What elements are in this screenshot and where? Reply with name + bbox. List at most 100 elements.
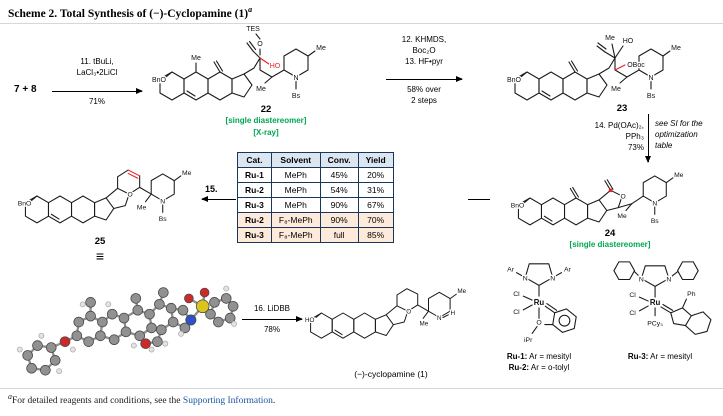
- aryl-label: Ar: [564, 267, 572, 274]
- isopropyl-label: iPr: [524, 337, 533, 344]
- compound-24-number: 24: [604, 228, 616, 239]
- catalyst-ru3-caption: Ru-3: Ar = mesityl: [602, 352, 718, 361]
- arrow-step14: [644, 114, 651, 163]
- arrow-step11: [52, 87, 143, 94]
- ru1-definition: Ar = mesityl: [527, 352, 572, 361]
- ru2-name: Ru-2:: [508, 363, 530, 372]
- compound-23-number: 23: [616, 103, 628, 114]
- benzyloxy-label: BnO: [511, 203, 524, 210]
- scheme-title: Scheme 2. Total Synthesis of (−)-Cyclopa…: [8, 5, 252, 20]
- tes-label: TES: [246, 26, 260, 33]
- ru1-name: Ru-1:: [506, 352, 528, 361]
- methyl-label: Me: [191, 55, 201, 62]
- cyclopamine-structure: O Me Me HO N H: [304, 287, 468, 339]
- arrow-step12: [386, 75, 463, 82]
- step12-line2: Boc₂O: [412, 46, 436, 55]
- compound-22-skeleton: [159, 33, 316, 101]
- cell-yield: 20%: [357, 167, 394, 183]
- step12-yield: 58% over 2 steps: [374, 84, 474, 106]
- supporting-information-link[interactable]: Supporting Information: [182, 396, 273, 407]
- phosphine-label: PCy₃: [647, 321, 663, 328]
- step14-note-line3: table: [655, 141, 673, 150]
- nitrogen-label: N: [648, 75, 653, 82]
- cell-conv: 54%: [319, 182, 359, 198]
- col-header-cat: Cat.: [237, 152, 272, 168]
- scheme-footnote: aFor detailed reagents and conditions, s…: [8, 392, 275, 406]
- ring-oxygen-label: O: [620, 193, 625, 200]
- ruthenium-label: Ru: [534, 298, 545, 307]
- nh-hydrogen-label: H: [451, 310, 456, 317]
- chloride-label: Cl: [629, 310, 636, 317]
- step11-line2: LaCl₃•2LiCl: [76, 68, 118, 77]
- scheme-title-footnote-marker: a: [248, 5, 253, 14]
- ru3-definition: Ar = mesityl: [648, 352, 693, 361]
- compound-25-number: 25: [94, 236, 106, 247]
- bs-label: Bs: [651, 218, 659, 225]
- divider-bottom: [0, 388, 723, 389]
- step14-note-line2: optimization: [655, 130, 698, 139]
- step14-line1: 14. Pd(OAc)₂,: [594, 121, 644, 130]
- benzyloxy-label: BnO: [18, 201, 31, 208]
- cell-solvent: F₈-MePh: [270, 227, 321, 243]
- oboc-label: OBoc: [627, 62, 645, 69]
- nitrogen-label: N: [652, 201, 657, 208]
- spiro-center-red-dot: [608, 188, 613, 193]
- step12-reagents: 12. KHMDS, Boc₂O 13. HF•pyr: [374, 34, 474, 67]
- col-header-conv: Conv.: [319, 152, 359, 168]
- cell-solvent: MePh: [270, 182, 321, 198]
- table-header-row: Cat. Solvent Conv. Yield: [237, 152, 394, 168]
- divider-top: [0, 23, 723, 24]
- compound-23-skeleton: [514, 42, 671, 101]
- methyl-label: Me: [137, 204, 147, 211]
- oboc-bond-red: [614, 64, 626, 71]
- ruthenium-label: Ru: [650, 298, 661, 307]
- compound-23-structure: Me HO OBoc Me Me BnO N Bs: [506, 34, 683, 102]
- step12-line1: 12. KHMDS,: [401, 35, 447, 44]
- step13-line: 13. HF•pyr: [405, 57, 443, 66]
- oxygen-label: O: [536, 320, 541, 327]
- catalyst-b-skeleton: [613, 261, 712, 335]
- methyl-label: Me: [316, 45, 326, 52]
- compound-25-structure: O Me Me BnO N Bs: [17, 169, 193, 225]
- compound-25-skeleton: [24, 169, 182, 224]
- nitrogen-label: N: [666, 276, 671, 283]
- step11-yield: 71%: [88, 97, 105, 106]
- cell-solvent: MePh: [270, 197, 321, 213]
- cell-cat: Ru-2: [237, 212, 272, 228]
- methyl-label: Me: [617, 213, 627, 220]
- rcm-alkene-red: [127, 169, 141, 177]
- nitrogen-label: N: [639, 276, 644, 283]
- step14-note-line1: see SI for the: [655, 119, 703, 128]
- reactants-label: 7 + 8: [14, 84, 37, 95]
- cell-cat: Ru-3: [237, 227, 272, 243]
- footnote-end: .: [272, 396, 276, 407]
- cell-yield: 67%: [357, 197, 394, 213]
- benzyloxy-label: BnO: [507, 77, 522, 84]
- chloride-label: Cl: [513, 309, 520, 316]
- step11-reagents: 11. tBuLi, LaCl₃•2LiCl: [48, 56, 146, 78]
- nitrogen-label: N: [293, 75, 298, 82]
- table-row: Ru-3 MePh 90% 67%: [237, 197, 394, 213]
- compound-22-number: 22: [260, 104, 272, 115]
- chloride-label: Cl: [513, 291, 520, 298]
- step14-yield: 73%: [627, 143, 644, 152]
- col-header-yield: Yield: [357, 152, 394, 168]
- oxygen-label: O: [257, 41, 263, 48]
- methyl-label: Me: [605, 35, 615, 42]
- footnote-marker: a: [8, 392, 12, 401]
- hydroxyl-label: HO: [305, 317, 315, 324]
- table-row-highlighted: Ru-3 F₈-MePh full 85%: [237, 227, 394, 243]
- table-row: Ru-2 MePh 54% 31%: [237, 182, 394, 198]
- scheme-title-text: Scheme 2. Total Synthesis of (−)-Cyclopa…: [8, 7, 249, 20]
- step15-label: 15.: [205, 184, 218, 194]
- cell-yield: 70%: [357, 212, 394, 228]
- step16-reagents: 16. LiDBB: [253, 304, 291, 313]
- compound-22-annotation: [single diastereomer]: [225, 116, 307, 125]
- cell-cat: Ru-1: [237, 167, 272, 183]
- methyl-label: Me: [182, 170, 192, 177]
- compound-22-xray-annotation: [X-ray]: [253, 128, 279, 137]
- nitrogen-label: N: [523, 275, 528, 282]
- phenyl-label: Ph: [687, 291, 696, 298]
- cell-cat: Ru-2: [237, 182, 272, 198]
